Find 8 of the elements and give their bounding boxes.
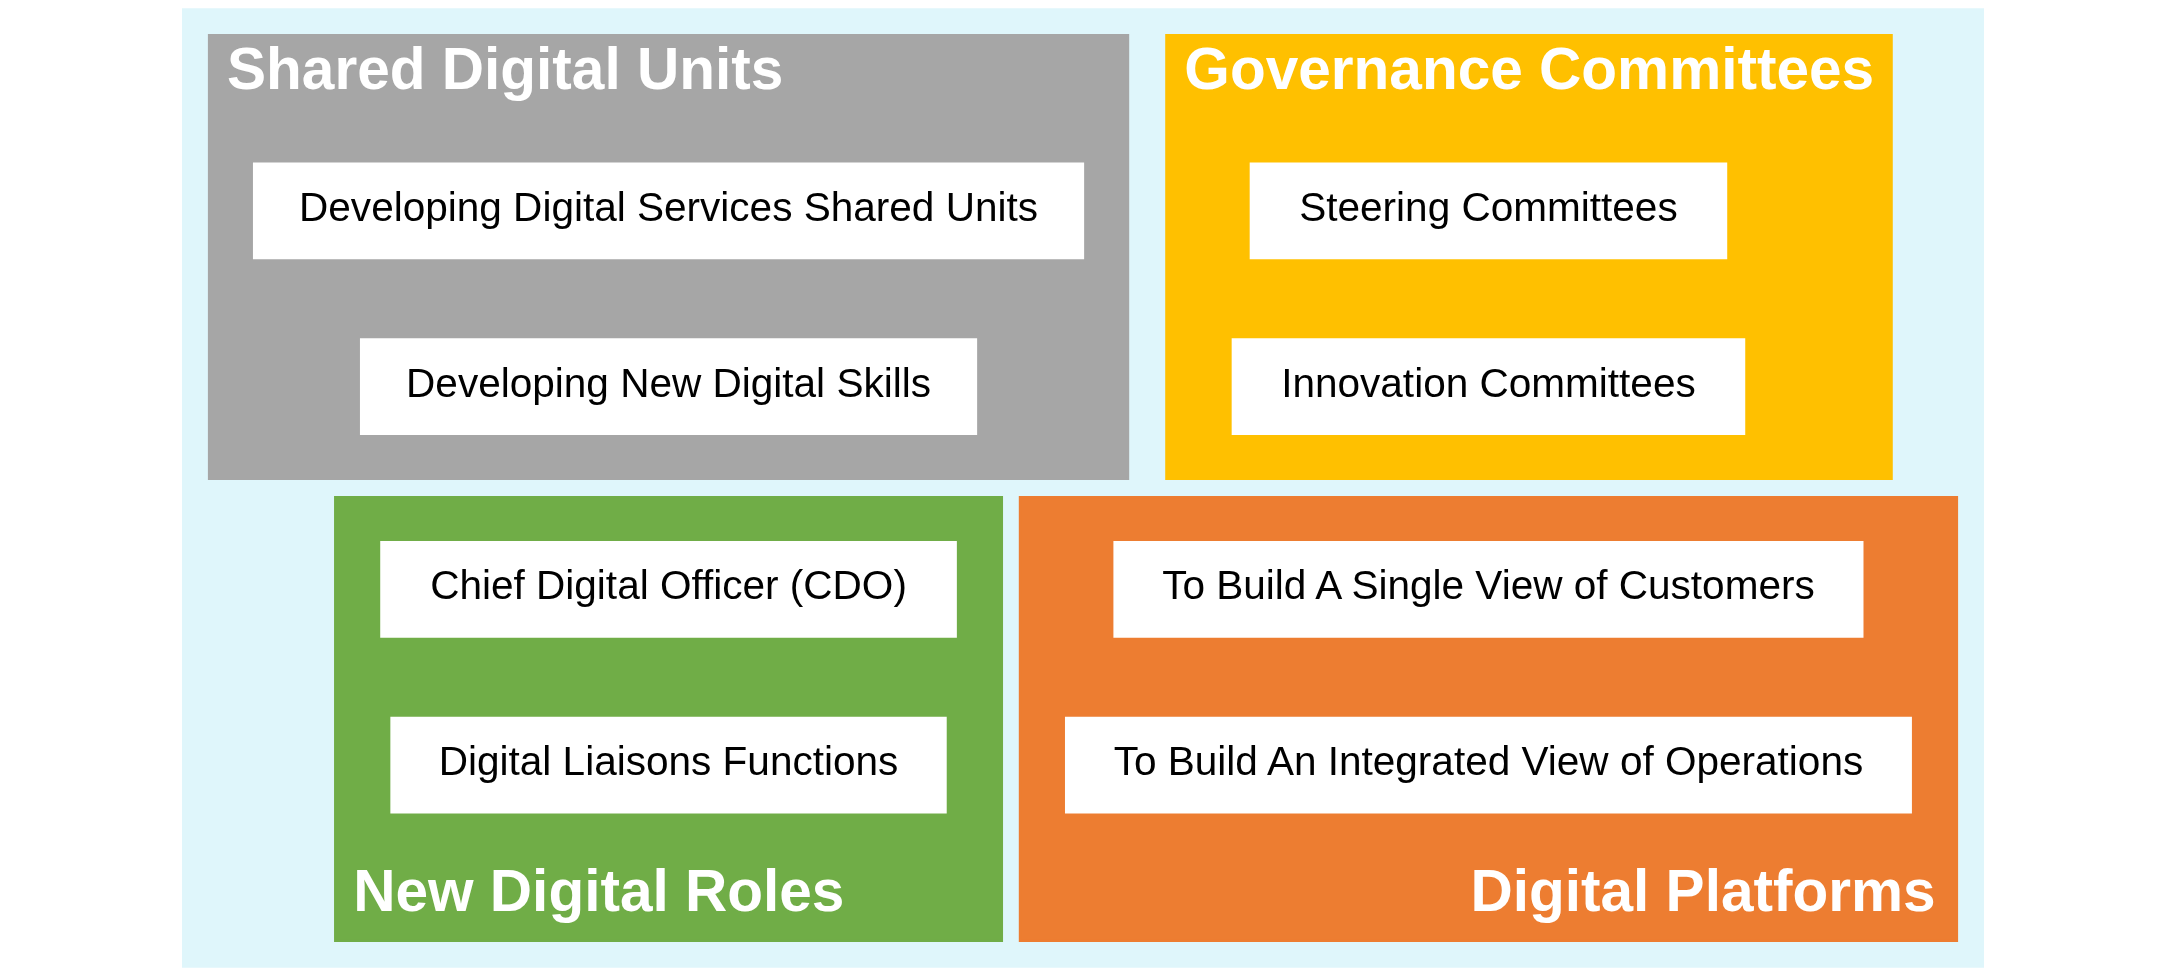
node-box: Developing New Digital Skills xyxy=(359,338,977,436)
node-box: To Build An Integrated View of Operations xyxy=(1064,716,1912,814)
node-box: To Build A Single View of Customers xyxy=(1112,540,1863,638)
node-box: Steering Committees xyxy=(1249,162,1727,260)
node-box: Chief Digital Officer (CDO) xyxy=(379,540,957,638)
node-box: Digital Liaisons Functions xyxy=(389,716,947,814)
node-box: Developing Digital Services Shared Units xyxy=(252,162,1084,260)
node-box: Innovation Committees xyxy=(1231,338,1745,436)
